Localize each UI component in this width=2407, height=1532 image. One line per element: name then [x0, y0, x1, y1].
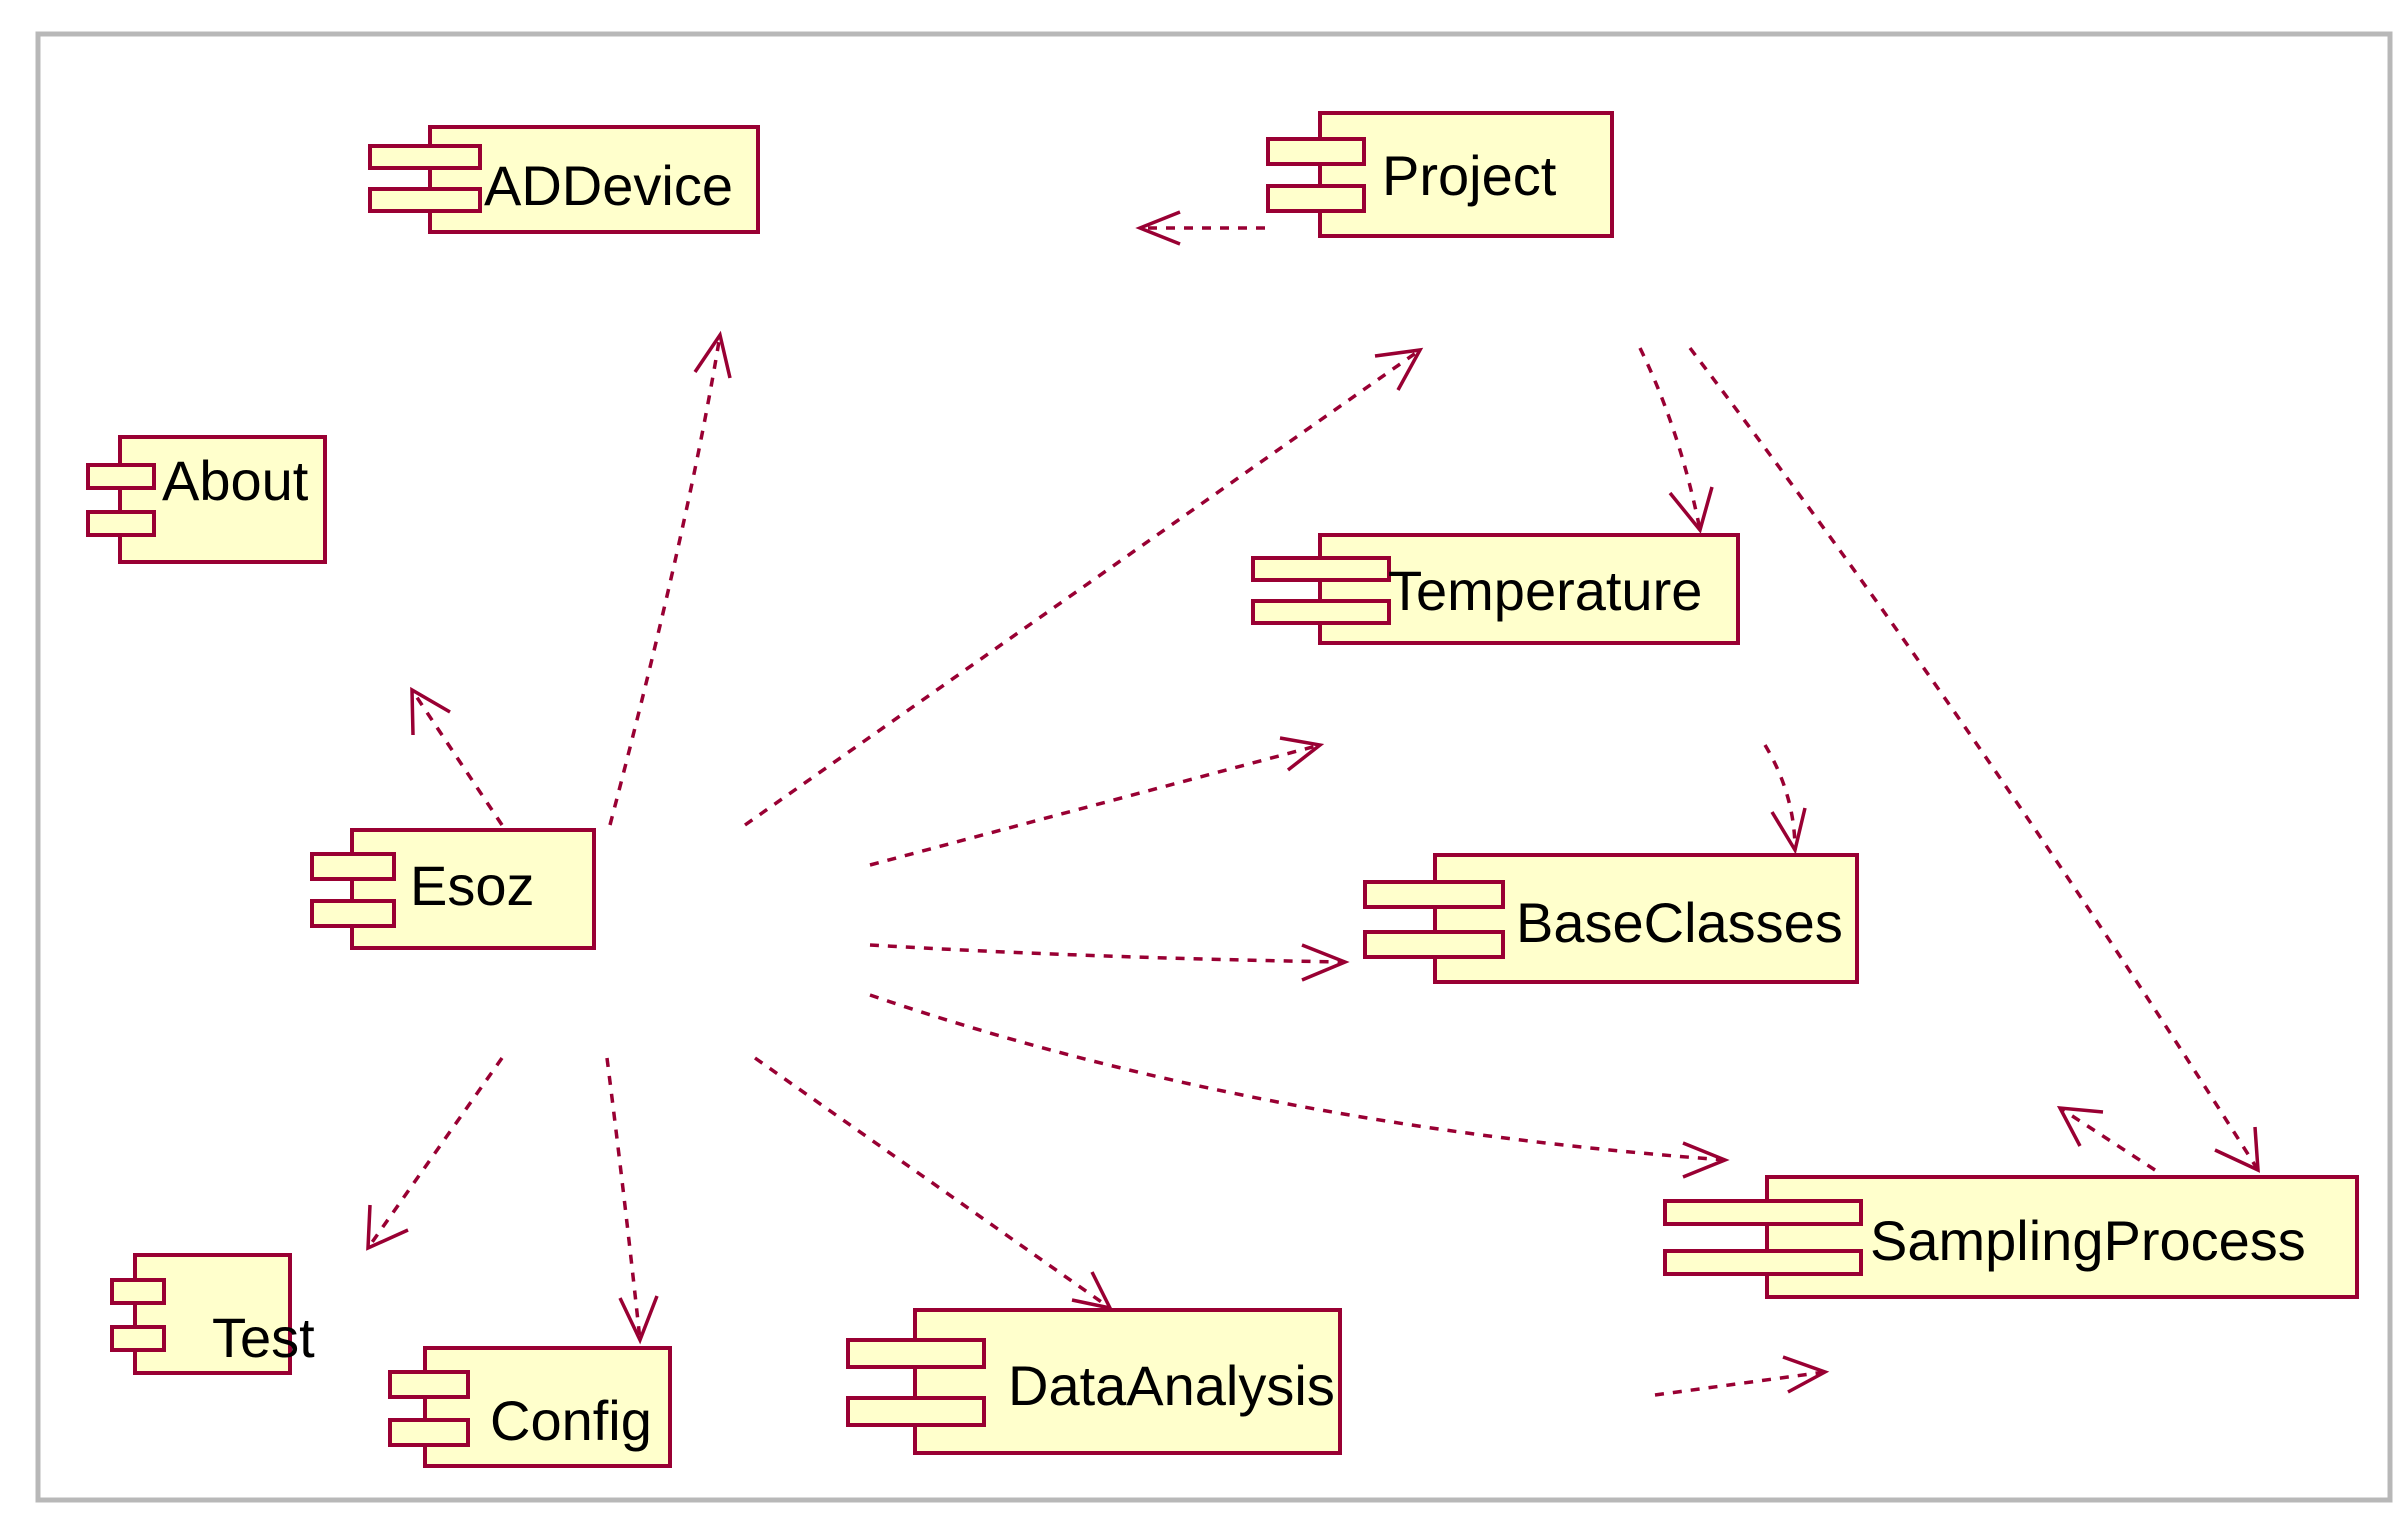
dependency-esoz-to-samplingprocess[interactable] [869, 993, 1730, 1179]
dependency-samplingprocess-to-up[interactable] [2056, 1105, 2156, 1172]
dependency-dataanalysis-to-right[interactable] [1654, 1355, 1830, 1397]
component-label-dataanalysis: DataAnalysis [1008, 1354, 1335, 1417]
component-label-config: Config [490, 1389, 652, 1452]
dependency-temperature-to-baseclasses[interactable] [1763, 744, 1807, 855]
dependency-esoz-to-baseclasses[interactable] [869, 943, 1350, 982]
dependency-esoz-to-project[interactable] [743, 347, 1424, 827]
dependency-esoz-to-about[interactable] [410, 686, 504, 826]
component-project[interactable]: Project [1266, 111, 1614, 238]
dependency-esoz-to-config[interactable] [605, 1057, 659, 1345]
component-label-about: About [162, 449, 309, 512]
dependency-esoz-to-test[interactable] [366, 1056, 504, 1251]
dependency-arrows [366, 210, 2260, 1397]
component-label-baseclasses: BaseClasses [1516, 891, 1843, 954]
dependency-esoz-to-temperature[interactable] [869, 736, 1325, 867]
component-dataanalysis[interactable]: DataAnalysis [846, 1308, 1342, 1455]
component-samplingprocess[interactable]: SamplingProcess [1663, 1175, 2359, 1299]
component-label-test: Test [212, 1306, 315, 1369]
component-esoz[interactable]: Esoz [310, 828, 596, 950]
dependency-esoz-to-addevice[interactable] [608, 330, 732, 826]
dependency-project-to-temperature[interactable] [1638, 347, 1714, 534]
component-label-esoz: Esoz [410, 854, 535, 917]
component-addevice[interactable]: ADDevice [368, 125, 760, 234]
dependency-project-to-left[interactable] [1135, 210, 1265, 246]
component-temperature[interactable]: Temperature [1251, 533, 1740, 645]
component-baseclasses[interactable]: BaseClasses [1363, 853, 1859, 984]
component-about[interactable]: About [86, 435, 327, 564]
dependency-project-to-samplingprocess[interactable] [1688, 346, 2260, 1173]
component-label-project: Project [1382, 144, 1557, 207]
component-test[interactable]: Test [110, 1253, 315, 1375]
component-label-temperature: Temperature [1388, 559, 1702, 622]
component-label-samplingprocess: SamplingProcess [1870, 1209, 2306, 1272]
component-config[interactable]: Config [388, 1346, 672, 1468]
component-label-addevice: ADDevice [484, 154, 733, 217]
